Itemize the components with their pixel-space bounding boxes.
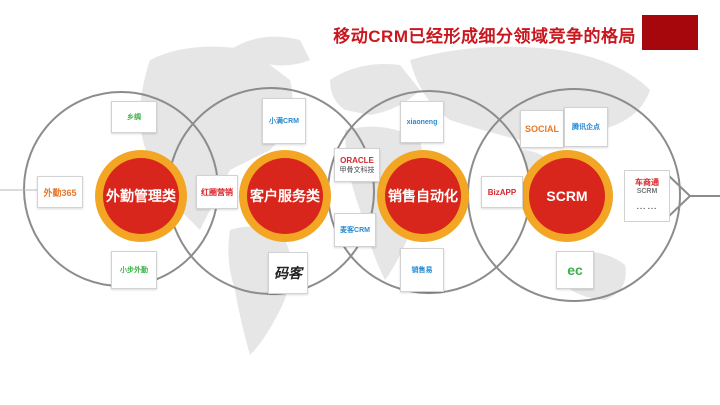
logo-xiangchou: 乡绸 <box>111 101 157 133</box>
hub-circle <box>247 158 323 234</box>
logo-xiaoman: 小满CRM <box>262 98 306 144</box>
logo-hongquan: 红圈营销 <box>196 175 238 209</box>
logo-xiaoneng: xiaoneng <box>400 101 444 143</box>
hub-circle <box>385 158 461 234</box>
hub-label: 外勤管理类 <box>106 188 177 204</box>
hub-label: 客户服务类 <box>249 188 321 204</box>
hub-circle <box>529 158 605 234</box>
page-title: 移动CRM已经形成细分领域竞争的格局 <box>333 27 636 46</box>
logo-oracle: ORACLE 甲骨文科技 <box>334 148 380 182</box>
more-box: 车商通 SCRM …… <box>624 170 670 222</box>
logo-xiaoshou-yi: 销售易 <box>400 248 444 292</box>
logo-maike: 麦客CRM <box>334 213 376 247</box>
logo-waiqin365: 外勤365 <box>37 176 83 208</box>
logo-tencent: 腾讯企点 <box>564 107 608 147</box>
logo-ec: ec <box>556 251 594 289</box>
hub-circle <box>103 158 179 234</box>
hub-label: SCRM <box>546 188 587 204</box>
logo-social: SOCIAL <box>520 110 564 148</box>
hub-label: 销售自动化 <box>388 188 458 204</box>
logo-xiaobu: 小步外勤 <box>111 251 157 289</box>
logo-bizapp: BizAPP <box>481 176 523 208</box>
title-accent-block <box>642 15 698 50</box>
logo-mashang: 码客 <box>268 252 308 294</box>
